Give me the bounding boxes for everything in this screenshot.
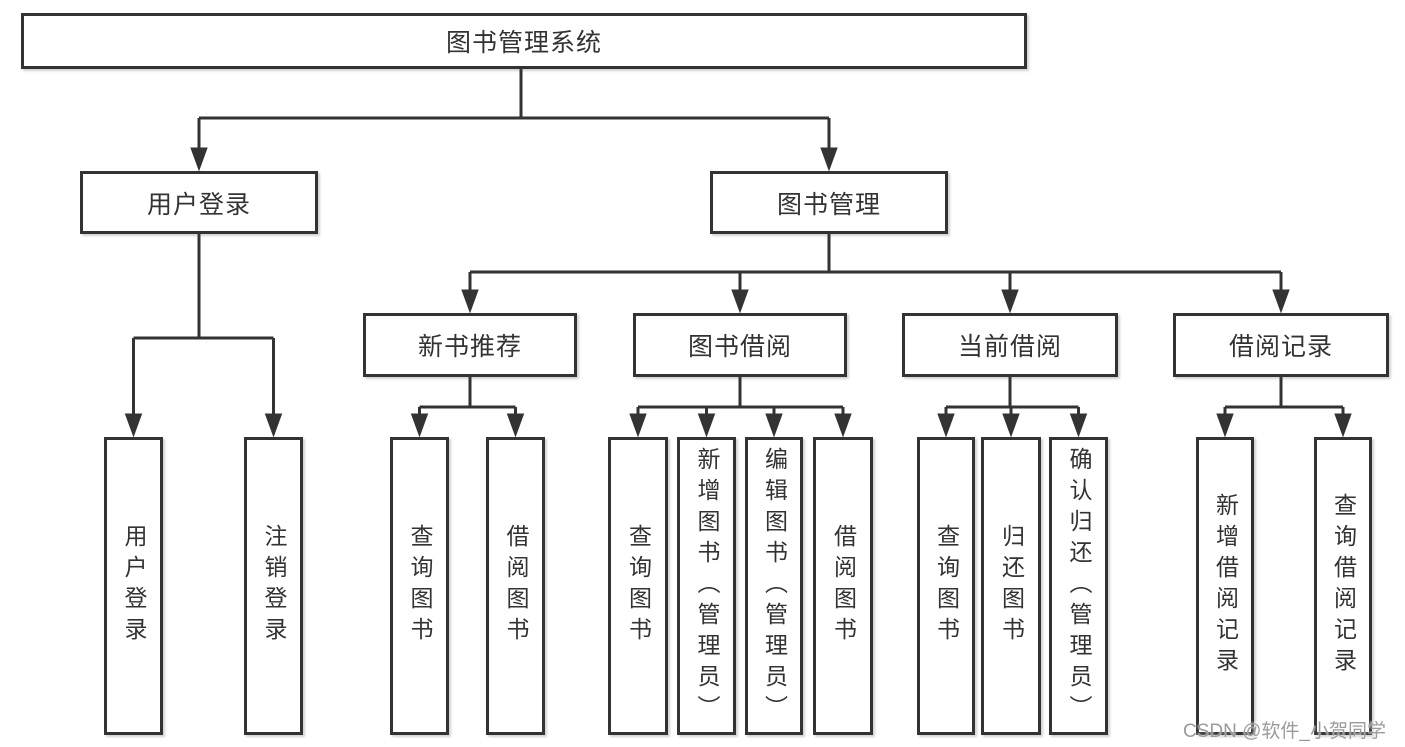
connector-arrowheads bbox=[124, 147, 1352, 438]
leaf-edit-book-admin: 编辑图书（管理员） bbox=[745, 437, 803, 735]
leaf-confirm-return-admin-label: 确认归还（管理员） bbox=[1066, 446, 1092, 726]
leaf-return-books: 归还图书 bbox=[981, 437, 1041, 735]
leaf-add-book-admin: 新增图书（管理员） bbox=[677, 437, 736, 735]
leaf-borrow-books-recommend: 借阅图书 bbox=[486, 437, 545, 735]
leaf-query-borrow-record-label: 查询借阅记录 bbox=[1330, 493, 1357, 679]
leaf-query-books-current-label: 查询图书 bbox=[933, 524, 960, 648]
leaf-return-books-label: 归还图书 bbox=[998, 524, 1025, 648]
leaf-query-books-borrow: 查询图书 bbox=[608, 437, 668, 735]
node-library-management-system: 图书管理系统 bbox=[21, 13, 1027, 69]
leaf-logout: 注销登录 bbox=[244, 437, 303, 735]
node-book-borrowing: 图书借阅 bbox=[633, 313, 847, 377]
leaf-add-book-admin-label: 新增图书（管理员） bbox=[694, 446, 720, 726]
leaf-add-borrow-record-label: 新增借阅记录 bbox=[1212, 493, 1239, 679]
leaf-query-borrow-record: 查询借阅记录 bbox=[1314, 437, 1372, 735]
node-user-login: 用户登录 bbox=[80, 171, 318, 234]
leaf-edit-book-admin-label: 编辑图书（管理员） bbox=[761, 446, 788, 726]
leaf-logout-label: 注销登录 bbox=[261, 524, 287, 648]
node-new-book-recommend: 新书推荐 bbox=[363, 313, 577, 377]
leaf-borrow-books-recommend-label: 借阅图书 bbox=[503, 524, 529, 648]
leaf-borrow-books-label: 借阅图书 bbox=[830, 524, 857, 648]
watermark: CSDN @软件_小贺同学 bbox=[1183, 721, 1386, 742]
leaf-query-books-current: 查询图书 bbox=[917, 437, 975, 735]
leaf-borrow-books: 借阅图书 bbox=[813, 437, 873, 735]
leaf-add-borrow-record: 新增借阅记录 bbox=[1196, 437, 1254, 735]
connector-lines bbox=[132, 69, 1345, 415]
leaf-user-login: 用户登录 bbox=[104, 437, 163, 735]
node-book-management: 图书管理 bbox=[710, 171, 948, 234]
leaf-user-login-label: 用户登录 bbox=[121, 524, 147, 648]
leaf-confirm-return-admin: 确认归还（管理员） bbox=[1049, 437, 1108, 735]
node-current-borrowing: 当前借阅 bbox=[902, 313, 1118, 377]
leaf-query-books-recommend-label: 查询图书 bbox=[407, 524, 433, 648]
node-borrowing-records: 借阅记录 bbox=[1173, 313, 1389, 377]
leaf-query-books-recommend: 查询图书 bbox=[390, 437, 449, 735]
leaf-query-books-borrow-label: 查询图书 bbox=[625, 524, 652, 648]
